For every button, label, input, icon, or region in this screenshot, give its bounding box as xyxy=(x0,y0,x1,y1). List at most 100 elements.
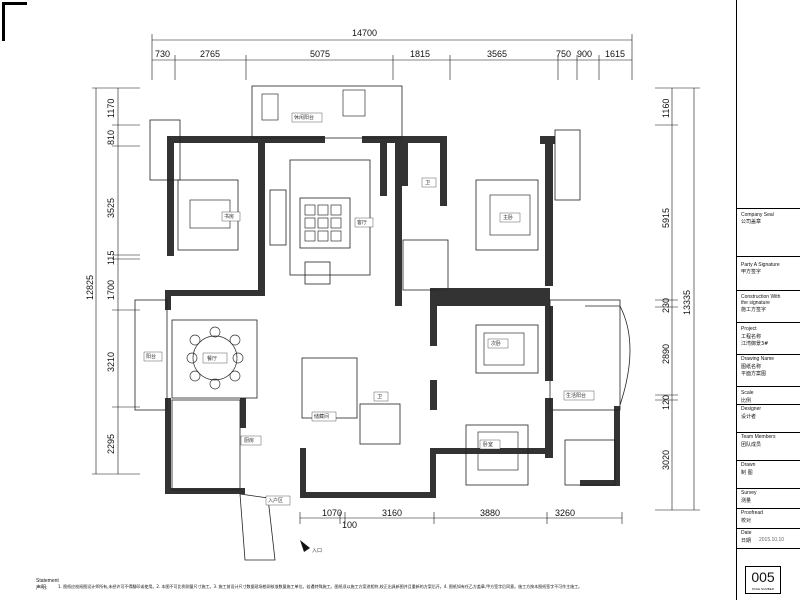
construction-label-cn: 施工方签字 xyxy=(741,307,767,313)
title-block-divider xyxy=(737,354,800,355)
dim-top-1: 730 xyxy=(155,49,170,59)
room-bedroom-2: 次卧 xyxy=(491,340,501,347)
dim-bottom-1: 1070 xyxy=(322,508,342,518)
title-block-divider xyxy=(737,290,800,291)
designer-label: Designer xyxy=(741,406,762,412)
room-bath-2: 卫 xyxy=(377,394,382,400)
room-storage: 储藏间 xyxy=(314,413,329,420)
title-block-divider xyxy=(737,460,800,461)
room-labels: 餐厅 客厅 厨房 主卧 次卧 卧室 书房 卫 卫 休闲阳台 阳台 生活阳台 入户… xyxy=(143,112,595,506)
dim-bottom-3: 3160 xyxy=(382,508,402,518)
dim-left-7: 2295 xyxy=(106,434,116,454)
dim-left-5: 1700 xyxy=(106,280,116,300)
project-label-cn: 工程名称 xyxy=(741,334,762,340)
dim-right-1: 1160 xyxy=(661,99,671,118)
furniture xyxy=(186,89,531,471)
title-block-divider xyxy=(737,322,800,323)
title-block: Company Seal 公司盖章 Party A Signature 甲方签字… xyxy=(736,0,800,600)
statement-text: 1. 图纸应校阅图设计师所有,未经许可不得翻印或使用。2. 本图不可比例测量尺寸… xyxy=(58,584,583,589)
room-study: 书房 xyxy=(224,213,234,220)
title-block-divider xyxy=(737,528,800,529)
room-master: 主卧 xyxy=(503,214,513,221)
dim-right-3: 230 xyxy=(661,298,671,313)
dim-bottom-4: 3880 xyxy=(480,508,500,518)
room-living: 客厅 xyxy=(357,219,367,226)
dim-top-3: 5075 xyxy=(310,49,330,59)
right-dimensions xyxy=(655,87,700,511)
project-value: 江湾御景3# xyxy=(741,341,769,347)
dim-left-1: 1170 xyxy=(106,99,116,118)
title-block-divider xyxy=(737,256,800,257)
drawing-value: 平面方案图 xyxy=(741,371,767,377)
team-label-cn: 团队成员 xyxy=(741,442,762,448)
designer-label-cn: 设计者 xyxy=(741,414,757,420)
drawn-label: Drawn xyxy=(741,462,756,468)
room-balcony-2: 阳台 xyxy=(146,353,156,360)
dim-overall-right: 13335 xyxy=(682,290,692,315)
title-block-divider xyxy=(737,432,800,433)
dim-top-7: 900 xyxy=(577,49,592,59)
survey-label-cn: 测量 xyxy=(741,498,752,504)
date-value: 2015.10.10 xyxy=(759,537,785,543)
title-block-divider xyxy=(737,404,800,405)
page-number-label: PAGE NUMBER xyxy=(752,587,774,591)
dim-top-4: 1815 xyxy=(410,49,430,59)
bottom-dimensions xyxy=(299,512,623,524)
dim-right-5: 120 xyxy=(661,395,671,410)
dim-top-2: 2765 xyxy=(200,49,220,59)
entry-label: 入口 xyxy=(312,548,322,554)
dim-overall-left: 12825 xyxy=(85,275,95,300)
floor-plan: 14700 730 2765 5075 1815 3565 750 900 16… xyxy=(85,28,700,561)
company-seal-label-cn: 公司盖章 xyxy=(741,219,762,225)
company-seal-label: Company Seal xyxy=(741,212,774,218)
page-number-box: 005 PAGE NUMBER xyxy=(745,566,781,594)
walls xyxy=(165,136,620,498)
date-label-cn: 日期 xyxy=(741,538,752,544)
drawn-label-cn: 制 图 xyxy=(741,470,753,476)
room-dining: 餐厅 xyxy=(207,355,217,362)
construction-label: Construction With the signature xyxy=(741,294,781,306)
dim-overall-top: 14700 xyxy=(352,28,377,38)
proofread-label-cn: 校对 xyxy=(741,518,752,524)
scale-label-cn: 比例 xyxy=(741,398,752,404)
left-dimensions xyxy=(92,87,140,475)
team-label: Team Members xyxy=(741,434,776,440)
dim-left-2: 810 xyxy=(106,130,116,145)
dim-left-3: 3525 xyxy=(106,198,116,218)
top-dimensions xyxy=(151,34,633,80)
dim-bottom-2: 100 xyxy=(342,520,357,530)
page-number: 005 xyxy=(751,569,775,585)
date-label: Date xyxy=(741,530,752,536)
dim-right-4: 2890 xyxy=(661,344,671,364)
outlines xyxy=(134,85,631,561)
room-bath-1: 卫 xyxy=(425,180,430,186)
drawing-label: Drawing Name xyxy=(741,356,775,362)
dim-right-2: 5915 xyxy=(661,208,671,228)
project-label: Project xyxy=(741,326,757,332)
room-kitchen: 厨房 xyxy=(244,437,254,444)
party-a-label-cn: 甲方签字 xyxy=(741,269,762,275)
proofread-label: Proofread xyxy=(741,510,763,516)
dim-right-6: 3020 xyxy=(661,450,671,470)
dim-top-8: 1615 xyxy=(605,49,625,59)
dim-top-5: 3565 xyxy=(487,49,507,59)
entry-arrow-icon: 入口 xyxy=(300,540,322,554)
dim-top-6: 750 xyxy=(556,49,571,59)
dim-bottom-5: 3260 xyxy=(555,508,575,518)
survey-label: Survey xyxy=(741,490,757,496)
title-block-divider xyxy=(737,508,800,509)
statement-subtitle: 声明: xyxy=(36,585,48,591)
scale-label: Scale xyxy=(741,390,754,396)
room-balcony-3: 生活阳台 xyxy=(566,392,586,399)
corner-mark xyxy=(2,2,27,41)
drawing-label-cn: 图纸名称 xyxy=(741,364,762,370)
room-bedroom-3: 卧室 xyxy=(483,441,493,448)
statement-title: Statement xyxy=(36,578,59,584)
dim-left-6: 3210 xyxy=(106,352,116,372)
dim-left-4: 115 xyxy=(106,251,116,265)
party-a-label: Party A Signature xyxy=(741,262,780,268)
room-entrance: 入户区 xyxy=(268,497,283,504)
title-block-divider xyxy=(737,386,800,387)
room-balcony-1: 休闲阳台 xyxy=(294,114,314,121)
title-block-divider xyxy=(737,488,800,489)
